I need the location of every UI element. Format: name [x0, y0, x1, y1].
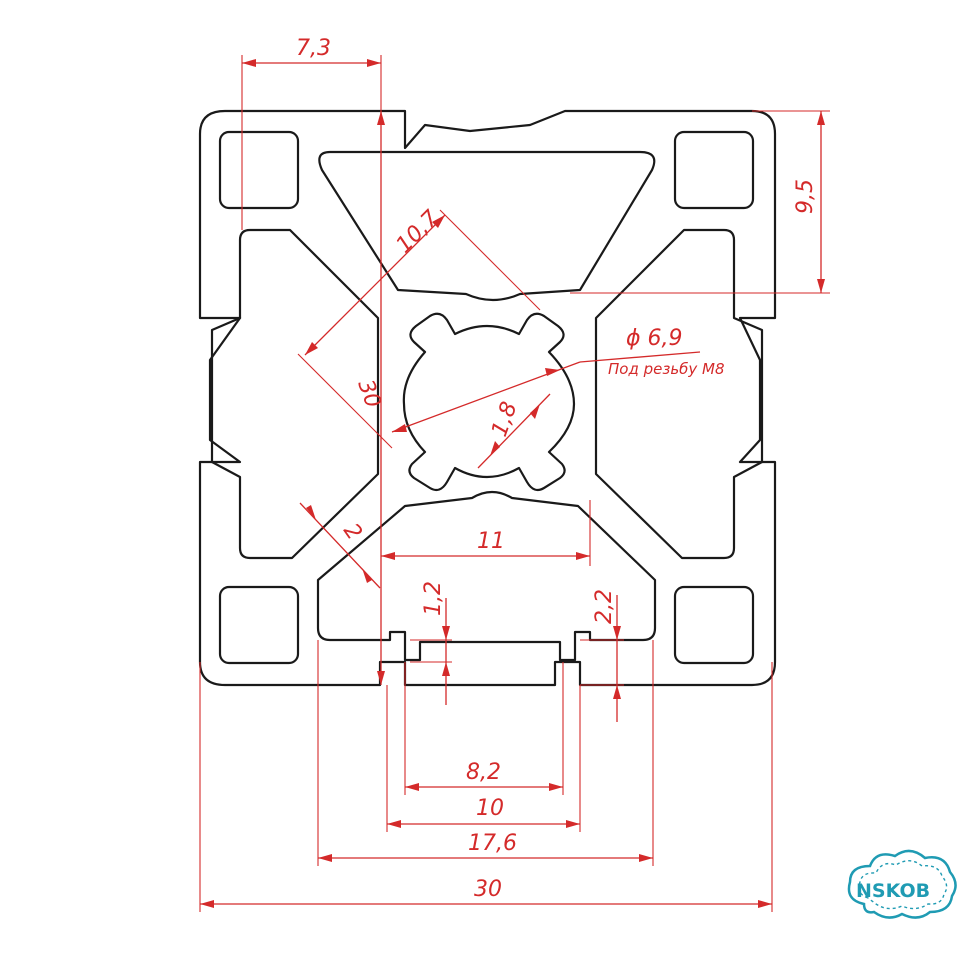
brand-logo: NSKOB: [847, 849, 957, 919]
corner-hole-top-right: [673, 130, 755, 210]
dim-profile-width: 30: [474, 877, 502, 902]
corner-hole-bottom-right: [673, 585, 755, 665]
dim-bore-diameter: ϕ 6,9: [626, 326, 683, 351]
dim-center-keyway: 1,8: [487, 399, 522, 440]
dim-top-slot-offset: 7,3: [296, 36, 331, 61]
cloud-badge: [847, 849, 957, 919]
outer-contour: [198, 109, 777, 687]
center-bore: [402, 312, 576, 492]
dim-core-width: 11: [477, 529, 505, 554]
dimension-labels: 7,3 9,5 10,7 ϕ 6,9 Под резьбу М8 30 1,8 …: [296, 36, 818, 902]
logo-text: NSKOB: [856, 880, 930, 902]
dim-lip-small: 1,2: [421, 581, 446, 616]
corner-hole-top-left: [218, 130, 300, 210]
dim-slot-opening-inner: 8,2: [466, 760, 501, 785]
dim-slot-depth: 9,5: [793, 179, 818, 214]
dim-lip-large: 2,2: [592, 589, 617, 624]
dimension-lines: [199, 55, 830, 912]
profile-outline: [198, 109, 777, 687]
cavity-top: [318, 150, 656, 302]
dim-slot-opening: 10: [476, 796, 504, 821]
corner-hole-bottom-left: [218, 585, 300, 665]
dim-slot-width: 17,6: [468, 831, 517, 856]
dim-bore-note: Под резьбу М8: [608, 360, 725, 378]
cavity-left: [210, 228, 380, 560]
dim-diagonal-width: 10,7: [392, 206, 444, 258]
cavity-right: [594, 228, 764, 560]
